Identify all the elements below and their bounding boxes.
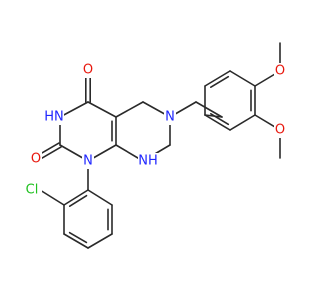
bond-aryl [87,189,113,206]
atom-n8: NH [138,153,158,169]
bond-aryl [68,194,88,207]
bonds [34,42,281,249]
atom-label-cl: Cl [26,183,39,198]
atom-o1: O [82,62,94,78]
atom-n3: HN [44,109,64,125]
atom-label-n8: NH [138,154,158,169]
atom-n1: N [82,153,94,169]
atom-n6: N [164,109,176,125]
atom-labels: O O HN N N NH O O Cl [22,62,286,198]
bond-aryl [68,231,88,244]
bond-aryl [63,189,89,206]
bond-aryl [204,114,231,131]
atom-label-n3: HN [44,110,64,125]
atom-label-o1: O [83,63,93,78]
atom-label-n6: N [165,110,175,125]
bond-c4a-c4 [87,101,117,118]
bond-ch2-ch2 [195,101,223,118]
bond-aryl [87,233,113,249]
atom-o2: O [30,151,42,167]
bond-aryl [229,70,256,87]
bond-aryl [204,70,231,87]
bond-aryl [210,113,230,126]
atom-label-n1: N [83,154,93,169]
bond-aryl [210,75,230,88]
atom-o3: O [274,63,286,79]
atom-o4: O [274,122,286,138]
molecule-structure: O O HN N N NH O O Cl [22,42,286,249]
bond-aryl [63,233,89,249]
bond-aryl [229,114,256,131]
atom-label-o4: O [275,123,285,138]
bond-c4a-c5 [115,101,144,118]
atom-label-o2: O [31,152,41,167]
bond-aryl-cl [39,189,65,206]
atom-label-o3: O [275,64,285,79]
atom-cl: Cl [22,182,42,198]
bond-c4-n3 [59,101,89,118]
